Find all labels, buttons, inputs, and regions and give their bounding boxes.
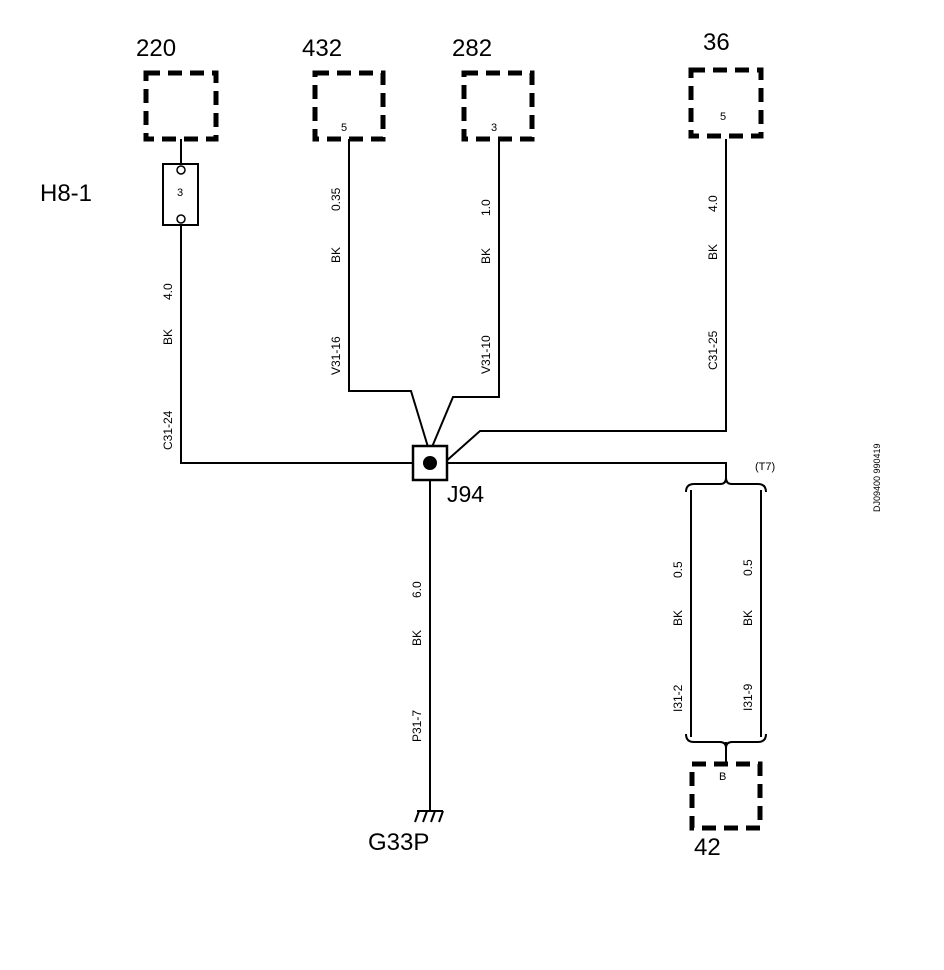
wire-ground-connector: P31-7 [410, 710, 424, 742]
component-220: 220 [136, 35, 219, 142]
wire-220-size: 4.0 [161, 283, 175, 300]
fuse-label: H8-1 [40, 180, 92, 207]
wire-42b-connector: I31-9 [741, 683, 755, 711]
wire-432-connector: V31-16 [329, 336, 343, 375]
wire-ground-size: 6.0 [410, 581, 424, 598]
wire-42b-color: BK [741, 610, 755, 626]
wire-432-color: BK [329, 247, 343, 263]
fuse-h8-1: 3 H8-1 [40, 139, 199, 226]
wire-220-connector: C31-24 [161, 410, 175, 450]
component-432-pin: 5 [341, 122, 347, 134]
component-42: B 42 [689, 761, 763, 861]
wire-labels: 4.0 BK C31-24 0.35 BK V31-16 1.0 BK V31-… [161, 187, 755, 742]
wire-paths [180, 139, 762, 810]
wire-ground-color: BK [410, 630, 424, 646]
wire-42a-size: 0.5 [671, 561, 685, 578]
document-id: DJ09400 990419 [872, 443, 882, 512]
wire-282-connector: V31-10 [479, 335, 493, 374]
fuse-pin-label: 3 [177, 187, 183, 199]
component-42-label: 42 [694, 834, 721, 861]
wire-36-color: BK [706, 244, 720, 260]
wire-36-size: 4.0 [706, 195, 720, 212]
splice-j94: J94 [411, 444, 484, 507]
wire-42a-color: BK [671, 610, 685, 626]
component-220-label: 220 [136, 35, 176, 62]
shield-brace-bottom [685, 733, 767, 749]
wire-42a-connector: I31-2 [671, 684, 685, 712]
wire-432-size: 0.35 [329, 187, 343, 211]
shield-brace-top: (T7) [685, 461, 775, 493]
wire-36-connector: C31-25 [706, 330, 720, 370]
component-36: 36 5 [688, 29, 764, 139]
shield-tag: (T7) [755, 461, 775, 473]
component-42-pin: B [719, 771, 726, 783]
wire-282-color: BK [479, 248, 493, 264]
component-36-label: 36 [703, 29, 730, 56]
wire-220-color: BK [161, 329, 175, 345]
splice-label: J94 [447, 481, 484, 507]
component-432-label: 432 [302, 35, 342, 62]
ground-g33p: G33P [368, 810, 444, 856]
wire-42b-size: 0.5 [741, 559, 755, 576]
ground-label: G33P [368, 829, 429, 856]
component-282-pin: 3 [491, 122, 497, 134]
component-36-pin: 5 [720, 111, 726, 123]
wire-282-size: 1.0 [479, 199, 493, 216]
component-282: 282 3 [452, 35, 535, 142]
component-282-label: 282 [452, 35, 492, 62]
component-432: 432 5 [302, 35, 386, 142]
